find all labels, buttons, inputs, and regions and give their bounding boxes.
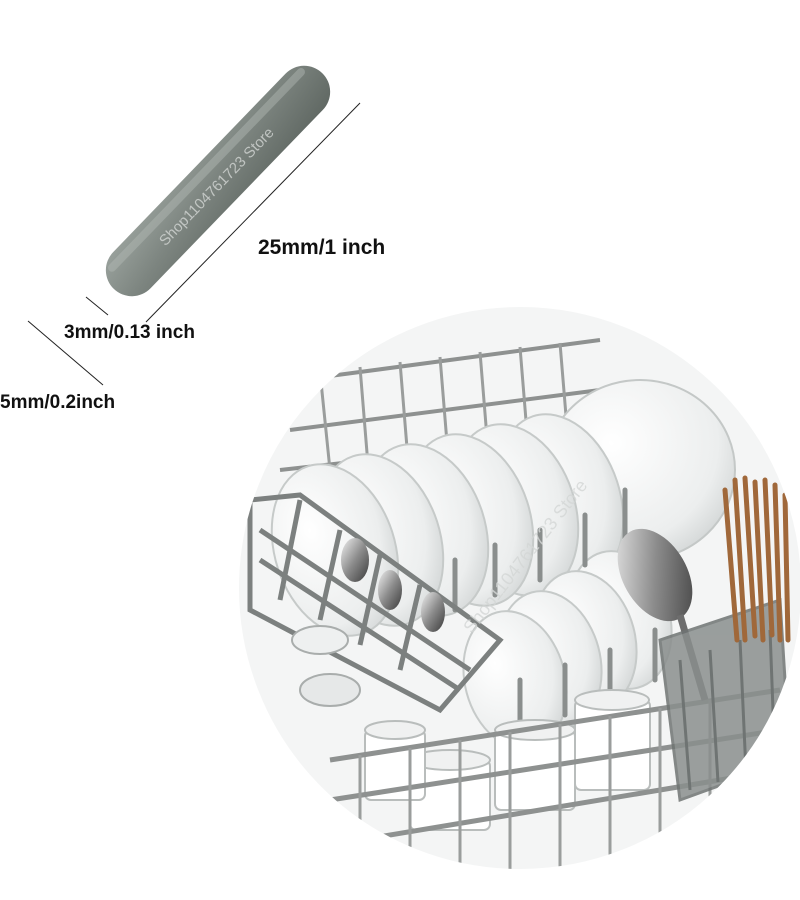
- diameter-label: 5mm/0.2inch: [0, 392, 116, 413]
- rack-cap-product: [105, 65, 331, 297]
- product-watermark: Shop1104761723 Store: [156, 124, 278, 249]
- thickness-dimension-line: [85, 296, 109, 316]
- dishwasher-scene: Shop1104761723 Store: [238, 306, 800, 870]
- length-label: 25mm/1 inch: [258, 236, 386, 259]
- thickness-label: 3mm/0.13 inch: [64, 322, 195, 343]
- diameter-dimension-line: [27, 320, 104, 386]
- cutlery-tray: [247, 492, 504, 714]
- length-dimension-line: [145, 102, 361, 323]
